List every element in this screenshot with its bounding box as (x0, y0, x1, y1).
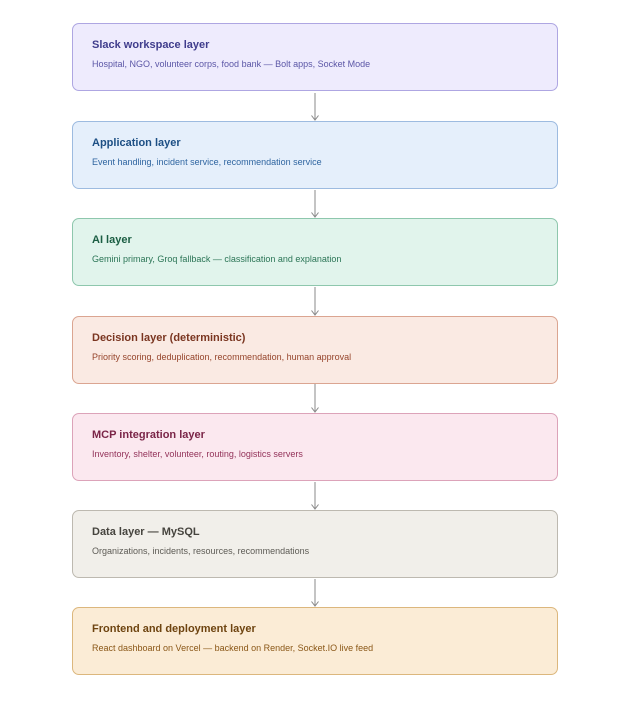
layer-title: Decision layer (deterministic) (92, 332, 246, 344)
arrow-4 (311, 384, 319, 413)
layer-title: MCP integration layer (92, 429, 205, 441)
arrow-2 (311, 190, 319, 218)
layer-application: Application layer Event handling, incide… (72, 121, 558, 189)
layer-decision: Decision layer (deterministic) Priority … (72, 316, 558, 384)
layer-title: Slack workspace layer (92, 39, 210, 51)
layer-mcp-integration: MCP integration layer Inventory, shelter… (72, 413, 558, 481)
layer-data: Data layer — MySQL Organizations, incide… (72, 510, 558, 578)
layer-description: Organizations, incidents, resources, rec… (92, 546, 310, 556)
layer-title: Frontend and deployment layer (92, 623, 256, 635)
layer-title: Application layer (92, 137, 181, 149)
arrow-3 (311, 287, 319, 316)
arrow-6 (311, 579, 319, 607)
layer-description: Event handling, incident service, recomm… (92, 157, 322, 167)
arrow-5 (311, 482, 319, 510)
layer-description: Hospital, NGO, volunteer corps, food ban… (92, 59, 371, 69)
arrow-1 (311, 93, 319, 121)
layer-title: AI layer (92, 234, 132, 246)
layer-title: Data layer — MySQL (92, 526, 200, 538)
layer-description: Gemini primary, Groq fallback — classifi… (92, 254, 342, 264)
layer-description: React dashboard on Vercel — backend on R… (92, 643, 374, 653)
layer-description: Inventory, shelter, volunteer, routing, … (92, 449, 303, 459)
layer-ai: AI layer Gemini primary, Groq fallback —… (72, 218, 558, 286)
layer-slack-workspace: Slack workspace layer Hospital, NGO, vol… (72, 23, 558, 91)
layer-frontend-deployment: Frontend and deployment layer React dash… (72, 607, 558, 675)
layer-description: Priority scoring, deduplication, recomme… (92, 352, 352, 362)
